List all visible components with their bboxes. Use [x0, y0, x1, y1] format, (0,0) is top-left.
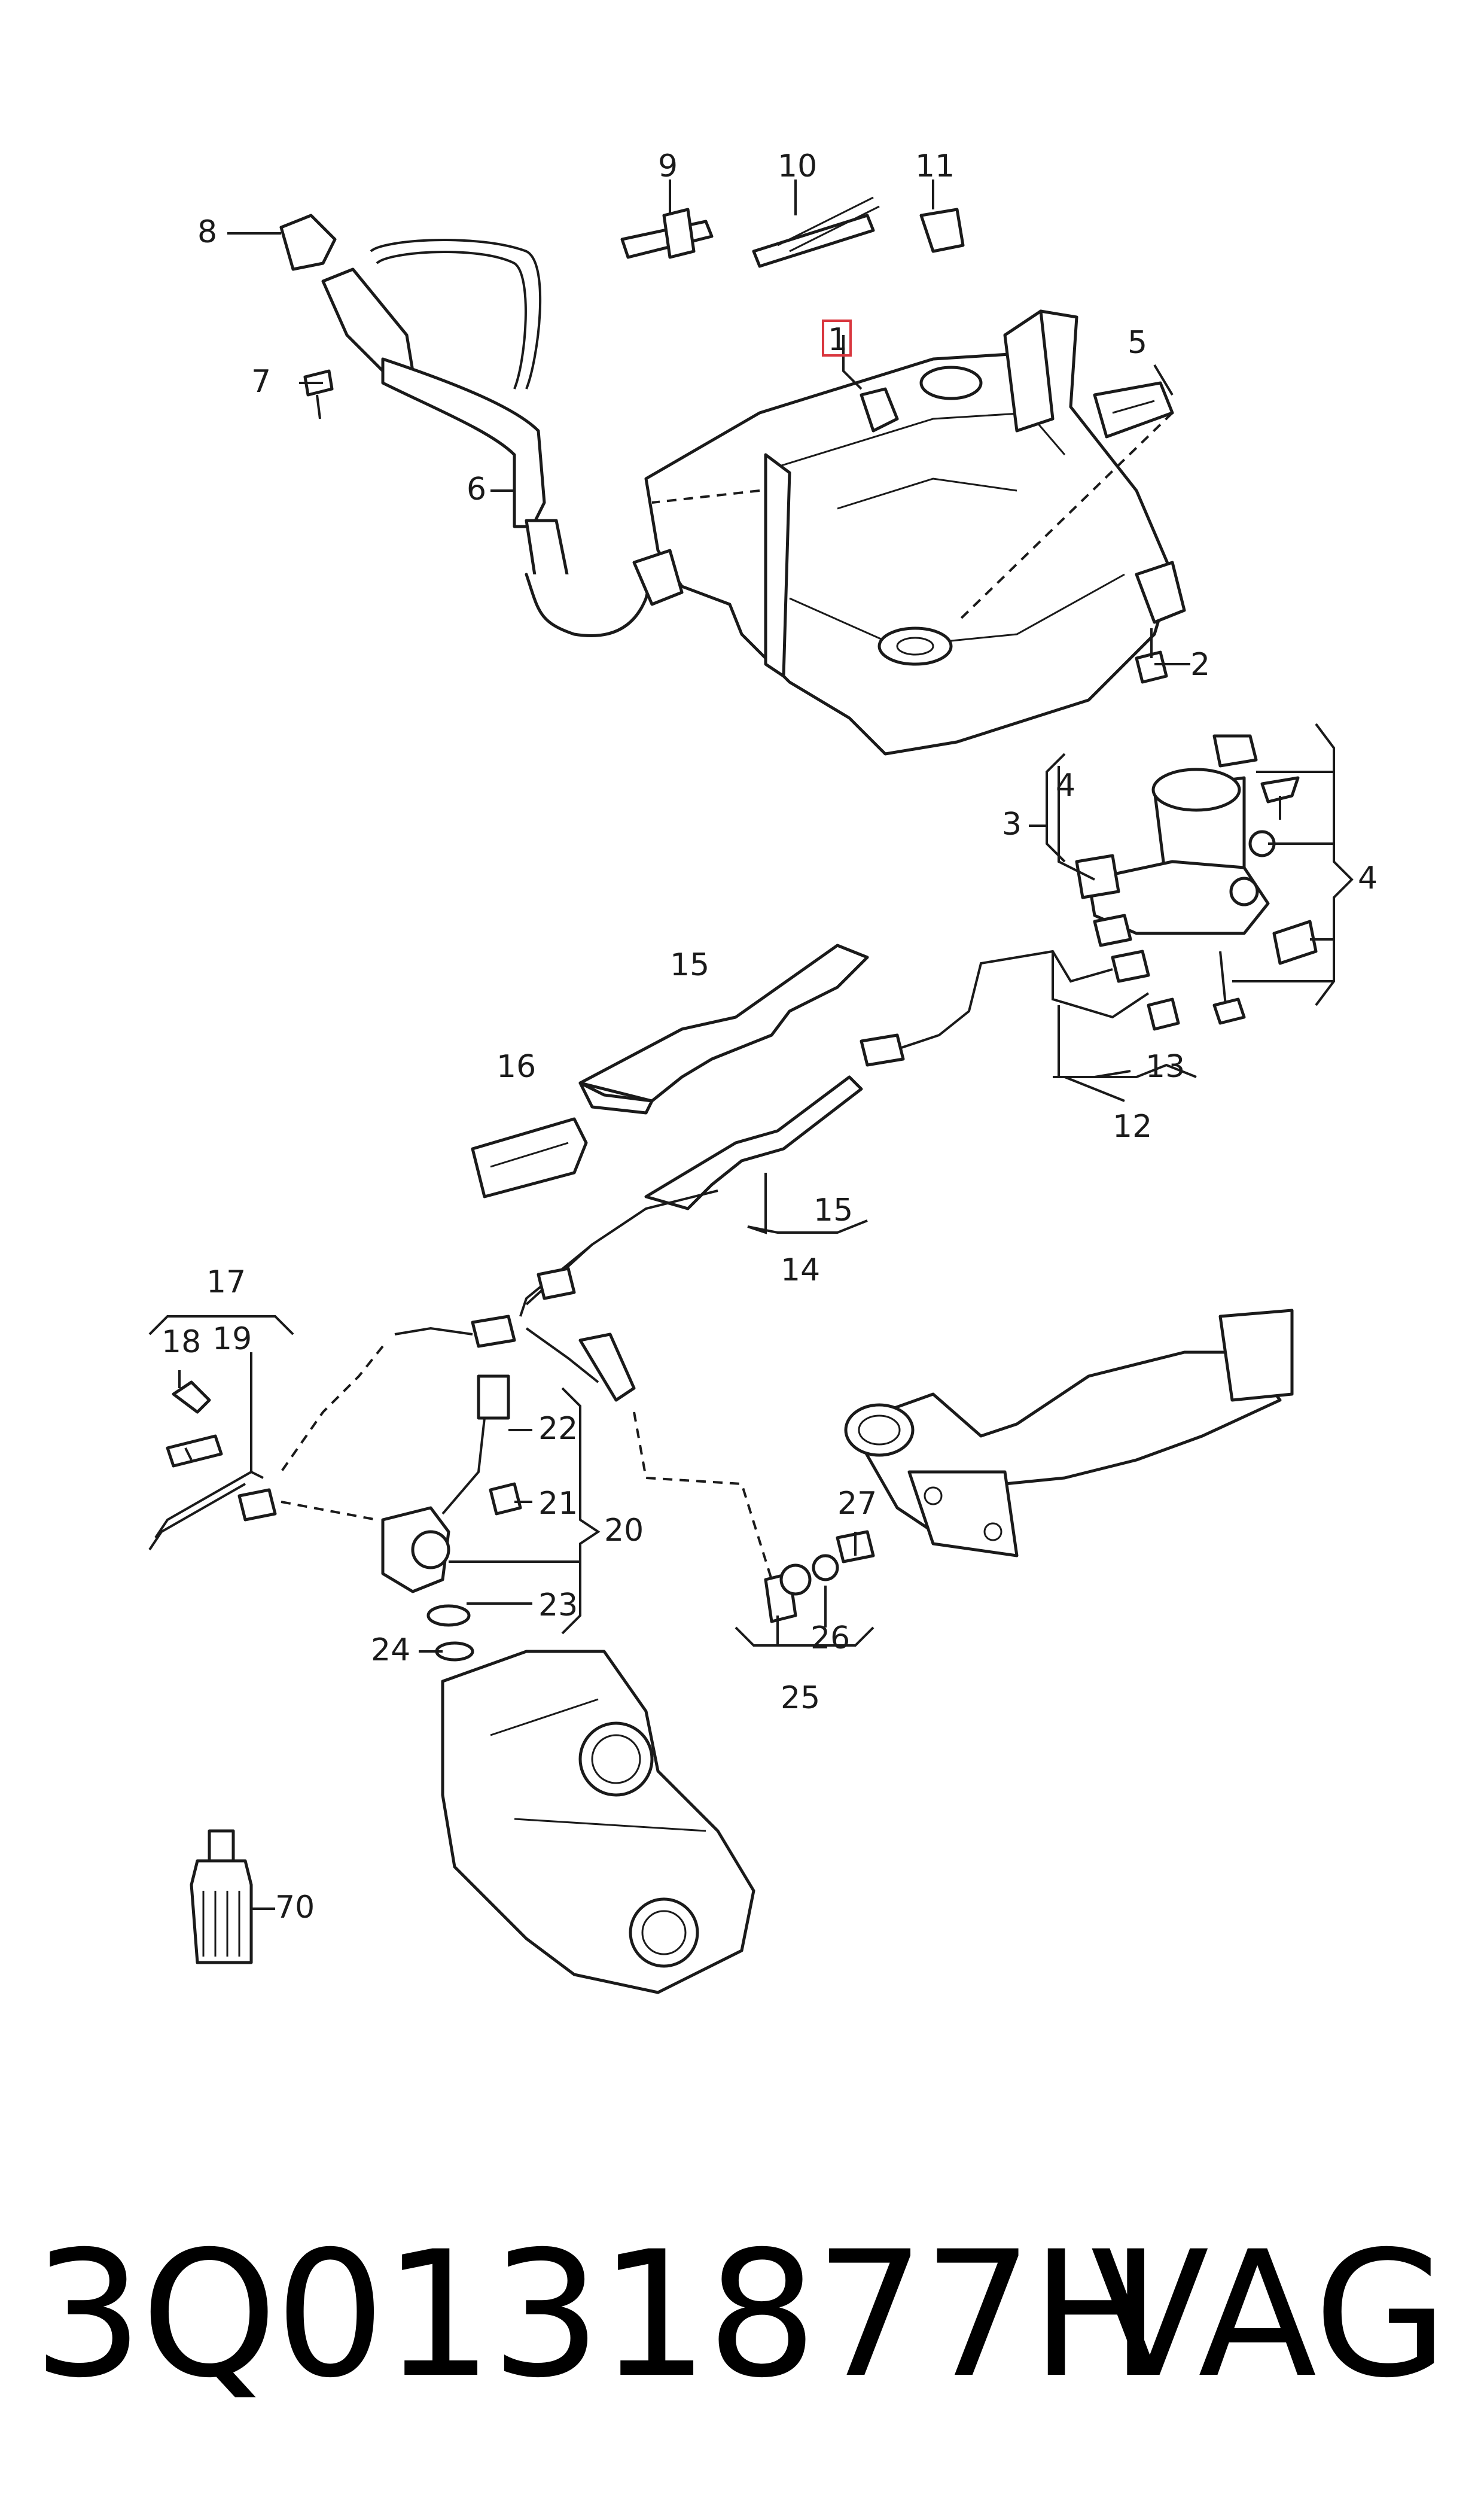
clip-10 — [752, 196, 880, 268]
callout-1: 1 — [828, 322, 848, 358]
leader-lines — [148, 180, 1354, 1910]
callout-labels: 1 2 3 4 4 4 5 6 7 8 9 10 11 12 13 14 15 … — [161, 148, 1378, 1925]
screw-7 — [303, 369, 334, 419]
harness-12 — [860, 950, 1180, 1067]
bottle-70 — [190, 1829, 253, 1964]
callout-19: 19 — [212, 1321, 252, 1357]
callout-25: 25 — [781, 1680, 820, 1716]
callout-24: 24 — [371, 1632, 410, 1668]
callout-70: 70 — [275, 1890, 315, 1925]
callout-16: 16 — [496, 1049, 536, 1085]
callout-15-b: 15 — [813, 1192, 853, 1228]
reservoir-tank — [644, 309, 1186, 756]
brand-name: VAG — [1090, 2214, 1448, 2416]
callout-18: 18 — [161, 1324, 201, 1360]
callout-21: 21 — [538, 1486, 578, 1522]
callout-15-a: 15 — [670, 947, 709, 983]
clip-11 — [919, 208, 965, 253]
callout-2: 2 — [1190, 647, 1210, 683]
connector-5 — [1093, 381, 1174, 439]
footer: 3Q0131877H VAG — [0, 2226, 1484, 2405]
exhaust-pipe — [844, 1309, 1294, 1557]
callout-5: 5 — [1128, 325, 1147, 361]
sensor-20 — [381, 1374, 522, 1662]
callout-22: 22 — [538, 1411, 578, 1447]
pump-unit — [1075, 768, 1270, 947]
control-unit-16 — [471, 1117, 588, 1198]
callout-8: 8 — [197, 214, 217, 250]
clip-9 — [620, 208, 714, 259]
callout-20: 20 — [604, 1513, 644, 1548]
callout-13: 13 — [1145, 1049, 1185, 1085]
callout-14: 14 — [781, 1252, 820, 1288]
callout-23: 23 — [538, 1587, 578, 1623]
cable-17 — [148, 1380, 377, 1551]
callout-10: 10 — [778, 148, 817, 184]
callout-12: 12 — [1113, 1109, 1152, 1145]
part-number: 3Q0131877H — [33, 2214, 1161, 2416]
callout-3: 3 — [1002, 807, 1022, 842]
callout-4-a: 4 — [1056, 768, 1075, 804]
main-harness — [280, 1243, 773, 1580]
callout-27: 27 — [837, 1486, 877, 1522]
callout-11: 11 — [915, 148, 955, 184]
heat-shield-15 — [578, 944, 869, 1115]
callout-26: 26 — [810, 1620, 850, 1656]
callout-9: 9 — [658, 148, 678, 184]
screw-2 — [1135, 628, 1168, 684]
callout-6: 6 — [467, 471, 486, 507]
injector-25 — [764, 1530, 875, 1623]
filler-pipe — [279, 214, 684, 637]
callout-7: 7 — [251, 364, 271, 400]
callout-17: 17 — [206, 1264, 246, 1300]
catalytic-converter — [441, 1650, 755, 1994]
callout-4-b: 4 — [1358, 860, 1378, 896]
